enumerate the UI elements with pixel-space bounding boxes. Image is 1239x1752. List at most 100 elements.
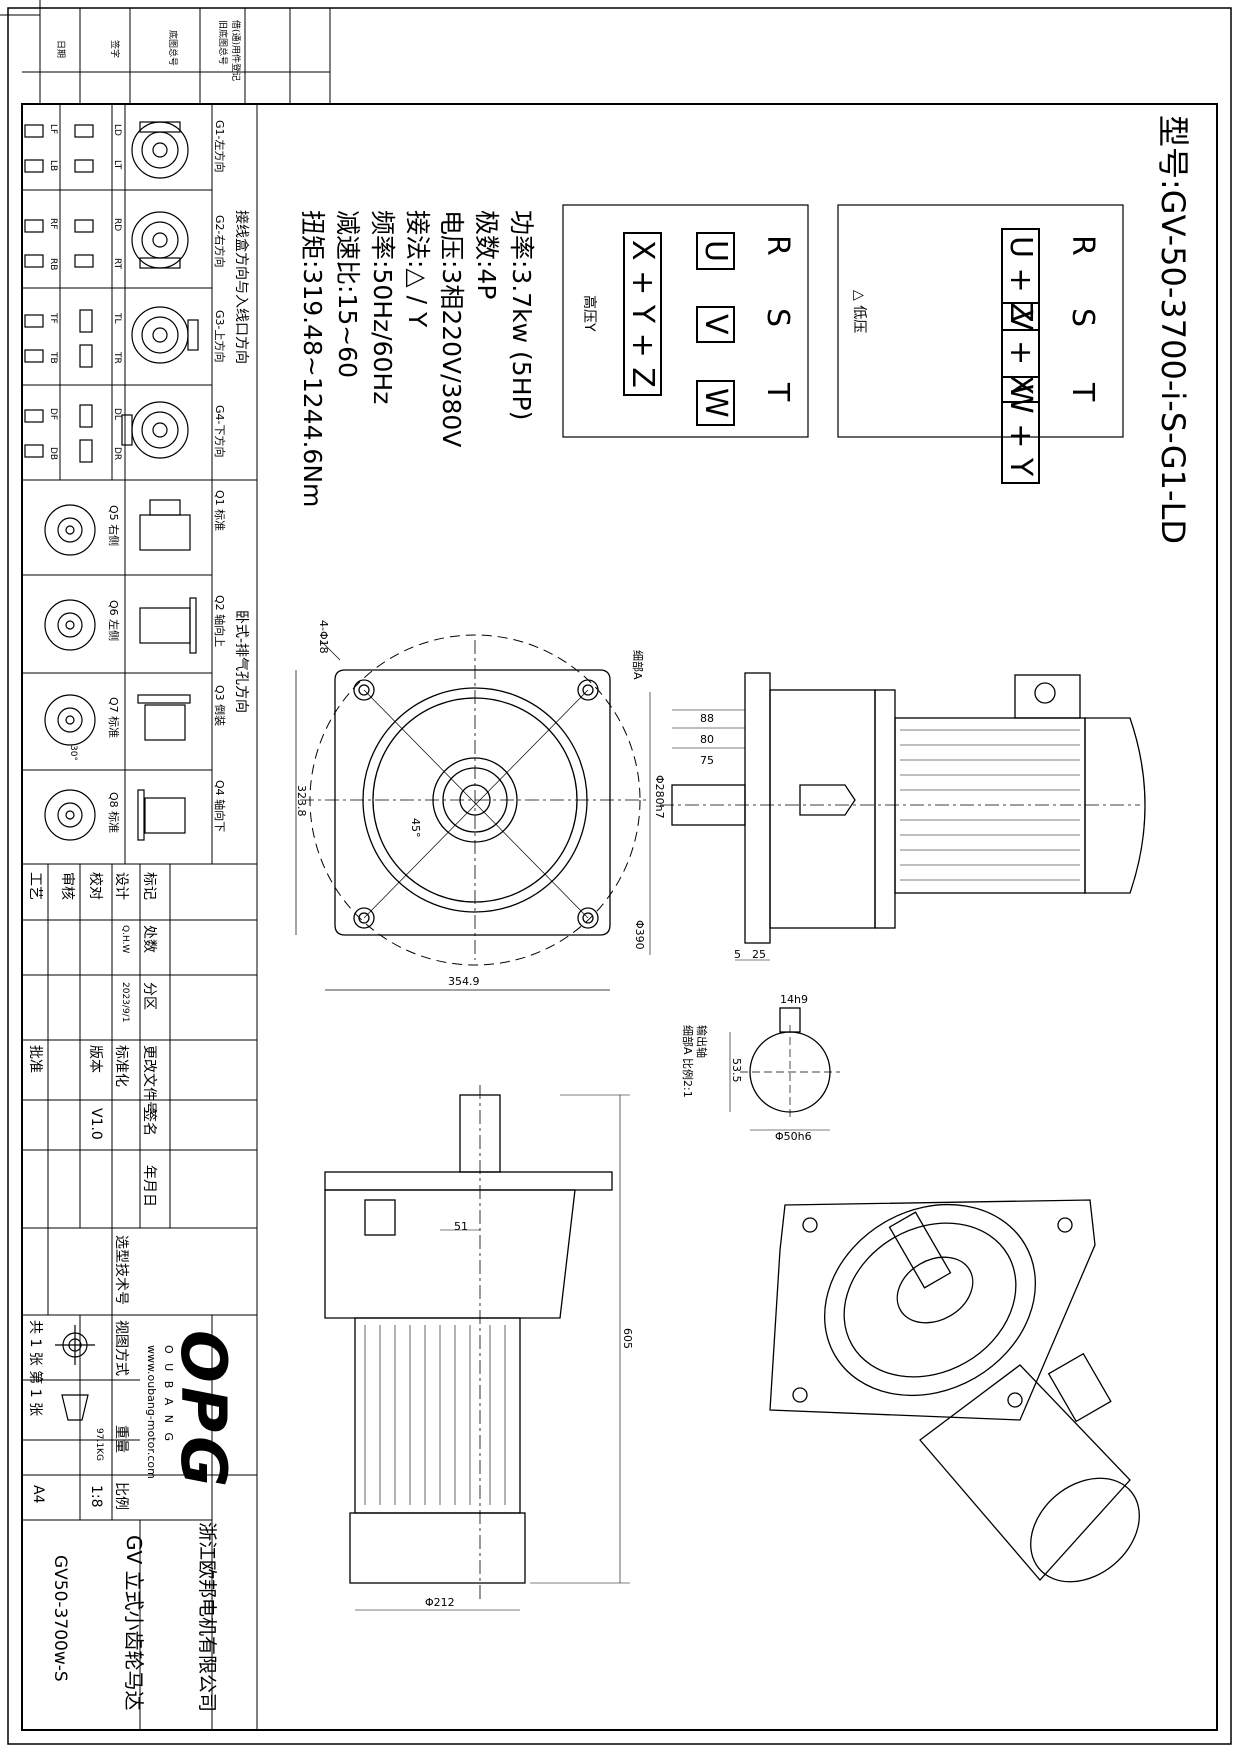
high-cell-w: W bbox=[696, 380, 735, 426]
tb-version-label: 版本 bbox=[87, 1045, 103, 1073]
dim-80: 80 bbox=[700, 733, 714, 746]
code-ld: LD bbox=[112, 124, 122, 136]
corner-col-5: 日期 bbox=[55, 40, 65, 59]
spec-voltage: 电压:3相220V/380V bbox=[437, 210, 466, 448]
corner-col-3: 底图总号 bbox=[167, 30, 177, 67]
motor-side-view bbox=[649, 672, 1146, 961]
box-dir-icons bbox=[24, 121, 199, 463]
mount-icons bbox=[44, 499, 197, 841]
tb-weight: 97.1KG bbox=[94, 1428, 104, 1461]
model-title: 型号:GV-50-3700-i-S-G1-LD bbox=[1154, 115, 1192, 545]
box-dir-g4: G4-下方向 bbox=[213, 405, 226, 458]
code-tf: TF bbox=[48, 313, 58, 324]
spec-poles: 极数:4P bbox=[472, 210, 501, 300]
high-voltage-label: 高压Y bbox=[581, 295, 597, 332]
website: www.oubang-motor.com bbox=[145, 1345, 158, 1479]
tb-zone: 分区 bbox=[141, 982, 157, 1010]
mount-q2: Q2 轴向上 bbox=[213, 595, 226, 648]
spec-power: 功率:3.7kw (5HP) bbox=[507, 210, 536, 421]
code-rt: RT bbox=[112, 258, 122, 270]
dim-spigot: Φ280h7 bbox=[653, 775, 666, 819]
product-name: GV 立式小齿轮马达 bbox=[122, 1535, 146, 1711]
dim-detail-a: 细部A bbox=[631, 650, 644, 680]
wiring-high-box bbox=[562, 204, 809, 438]
box-dir-g2: G2-右方向 bbox=[213, 215, 226, 268]
tb-scale-label: 比例 bbox=[113, 1482, 129, 1510]
outer-border bbox=[7, 7, 1232, 1745]
code-dr: DR bbox=[112, 447, 122, 461]
high-cell-v: V bbox=[696, 306, 735, 343]
code-dl: DL bbox=[112, 408, 122, 420]
dim-holes: 4-Φ18 bbox=[317, 620, 330, 654]
tb-design-date: 2023/9/1 bbox=[120, 982, 130, 1023]
spec-ratio: 减速比:15~60 bbox=[333, 210, 362, 378]
dim-h: 53.5 bbox=[730, 1058, 743, 1083]
box-dir-heading: 接线盒方向与入线口方向 bbox=[233, 210, 249, 364]
mount-q8: Q8 标准 bbox=[107, 792, 120, 834]
tb-process: 工艺 bbox=[27, 872, 43, 900]
dim-width1: 354.9 bbox=[448, 975, 480, 988]
tb-mark: 标记 bbox=[141, 872, 157, 900]
dim-key: 14h9 bbox=[780, 993, 808, 1006]
code-tl: TL bbox=[112, 313, 122, 324]
corner-col-2: 旧底图总号 bbox=[217, 20, 227, 66]
wiring-low-box bbox=[837, 204, 1124, 438]
dim-width2: 323.8 bbox=[295, 785, 308, 817]
high-terminal-t: T bbox=[760, 383, 795, 402]
tb-paper: A4 bbox=[30, 1485, 46, 1504]
box-dir-g1: G1-左方向 bbox=[213, 120, 226, 173]
high-terminal-s: S bbox=[760, 308, 795, 328]
tb-standard: 标准化 bbox=[113, 1045, 129, 1087]
code-lb: LB bbox=[48, 160, 58, 172]
tb-change-doc: 更改文件号 bbox=[141, 1045, 157, 1115]
tb-version: V1.0 bbox=[88, 1108, 104, 1140]
mount-q7: Q7 标准 bbox=[107, 697, 120, 739]
corner-table bbox=[0, 0, 331, 104]
box-dir-g3: G3-上方向 bbox=[213, 310, 226, 363]
corner-col-4: 签字 bbox=[109, 40, 119, 59]
mount-q4: Q4 轴向下 bbox=[213, 780, 226, 833]
dim-detail-note: 输出轴 细部A 比例2:1 bbox=[681, 1025, 708, 1098]
code-tr: TR bbox=[112, 352, 122, 364]
flange-front-view bbox=[295, 634, 650, 991]
code-rd: RD bbox=[112, 218, 122, 232]
low-voltage-label: △ 低压 bbox=[851, 290, 867, 334]
shaft-section bbox=[729, 1007, 840, 1131]
dim-88: 88 bbox=[700, 712, 714, 725]
tb-date: 年月日 bbox=[141, 1165, 157, 1207]
dim-25: 25 bbox=[752, 948, 766, 961]
tb-selector: 选型技术号 bbox=[113, 1235, 129, 1305]
tb-approve: 批准 bbox=[27, 1045, 43, 1073]
dim-51: 51 bbox=[454, 1220, 468, 1233]
code-db: DB bbox=[48, 447, 58, 461]
high-star-xyz: X + Y + Z bbox=[623, 232, 662, 396]
projection-symbol bbox=[55, 1325, 95, 1421]
motor-front-view bbox=[324, 1085, 630, 1611]
drawing-number: GV50-3700w-S bbox=[50, 1555, 70, 1682]
brand-sub: O U B A N G bbox=[162, 1345, 175, 1445]
spec-torque: 扭矩:319.48~1244.6Nm bbox=[298, 210, 327, 508]
dim-75: 75 bbox=[700, 754, 714, 767]
low-terminal-t: T bbox=[1065, 383, 1100, 402]
low-pair-wy: W + Y bbox=[1001, 376, 1040, 485]
code-lf: LF bbox=[48, 124, 58, 135]
low-terminal-s: S bbox=[1065, 308, 1100, 328]
company-name: 浙江欧邦电机有限公司 bbox=[196, 1522, 218, 1713]
mount-q3: Q3 倒装 bbox=[213, 685, 226, 727]
code-rb: RB bbox=[48, 258, 58, 271]
tb-weight-label: 重量 bbox=[113, 1425, 129, 1453]
brand-logo: OPG bbox=[167, 1330, 240, 1492]
dim-212: Φ212 bbox=[425, 1596, 455, 1609]
high-terminal-r: R bbox=[760, 235, 795, 256]
mount-heading: 卧式-排气孔方向 bbox=[233, 610, 249, 714]
mount-q1: Q1 标准 bbox=[213, 490, 226, 532]
mount-q6: Q6 左侧 bbox=[107, 600, 120, 642]
angle-note: 30° bbox=[68, 745, 78, 761]
motor-isometric-view bbox=[769, 1199, 1140, 1583]
dim-605: 605 bbox=[621, 1328, 634, 1349]
dim-5: 5 bbox=[734, 948, 741, 961]
tb-sign: 签名 bbox=[141, 1108, 157, 1136]
dim-pcd: Φ390 bbox=[633, 920, 646, 950]
code-rf: RF bbox=[48, 218, 58, 230]
